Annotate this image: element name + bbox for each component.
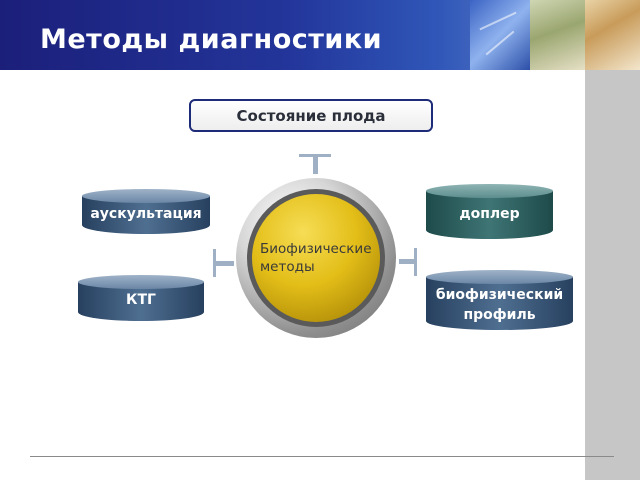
method-doppler: доплер [426,184,553,239]
method-ctg-label: КТГ [126,292,156,308]
connector-top [313,156,318,174]
header-photo-chart [470,0,530,70]
cylinder-top [426,270,573,284]
cylinder-top [78,275,204,289]
cylinder-top [426,184,553,198]
method-ctg: КТГ [78,275,204,321]
method-biophysical-profile: биофизический профиль [426,270,573,330]
center-label: Биофизические методы [260,241,372,275]
cylinder-top [82,189,210,203]
method-auscultation: аускультация [82,189,210,234]
connector-right-cap [414,248,417,276]
connector-left-cap [213,249,216,277]
header-photo-pen [585,0,640,70]
slide-title: Методы диагностики [40,24,383,55]
method-auscultation-label: аускультация [90,206,202,222]
fetal-state-label: Состояние плода [236,106,386,125]
bottom-divider [30,456,614,457]
connector-left [216,261,234,266]
header-photo-calculator [530,0,585,70]
fetal-state-box: Состояние плода [189,99,433,132]
method-doppler-label: доплер [459,206,520,222]
right-sidebar-panel [585,70,640,480]
header-photo-strip [470,0,640,70]
connector-top-cap [299,154,331,157]
connector-right [399,259,415,264]
slide-header: Методы диагностики [0,0,640,70]
cylinder-body [426,191,553,239]
center-gold-disc [252,194,380,322]
method-biophysical-profile-label: биофизический профиль [435,287,564,323]
cylinder-body [426,277,573,330]
